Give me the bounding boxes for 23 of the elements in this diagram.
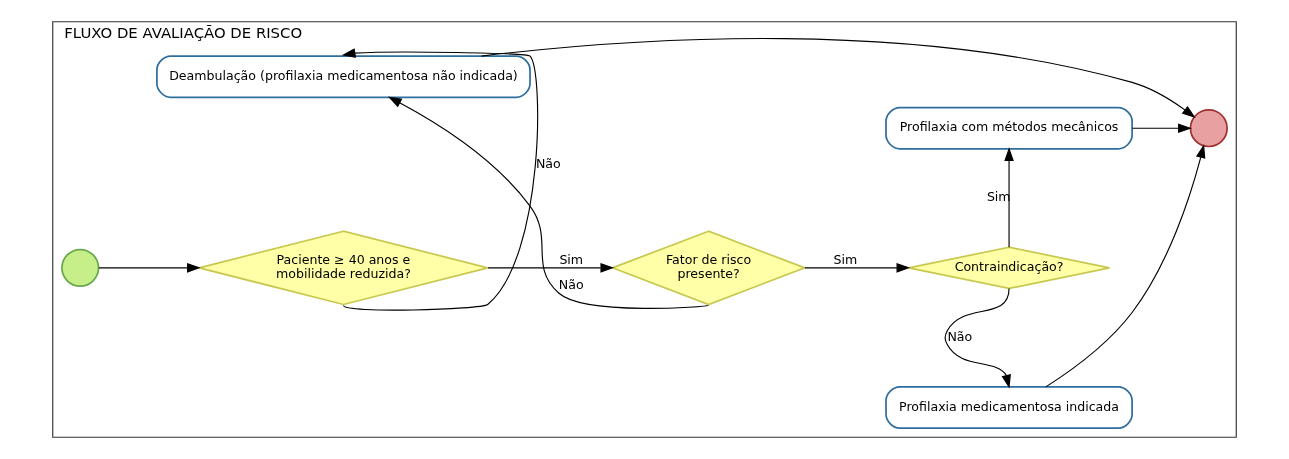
arrow	[944, 287, 1011, 389]
edge-label: Não	[947, 328, 973, 344]
edge-label: Sim	[559, 252, 584, 268]
node-box: Profilaxia medicamentosa indicada	[885, 386, 1133, 429]
arrow	[804, 263, 911, 273]
edge-label: Não	[558, 277, 584, 293]
node-circle	[61, 248, 100, 288]
node-diamond: Contraindicação?	[907, 246, 1111, 290]
arrow	[487, 263, 615, 273]
arrow	[98, 263, 201, 273]
arrow	[1045, 144, 1206, 388]
arrow	[480, 38, 1196, 118]
node-circle	[1189, 109, 1228, 148]
edge-label: Sim	[833, 252, 858, 268]
edge-label: Não	[535, 156, 561, 172]
node-diamond: Paciente ≥ 40 anos e mobilidade reduzida?	[198, 230, 489, 306]
arrow	[1131, 123, 1192, 133]
arrow	[387, 96, 710, 309]
arrow	[341, 48, 539, 311]
node-box: Deambulação (profilaxia medicamentosa não indicada)	[156, 55, 531, 99]
node-diamond: Fator de risco presente?	[610, 230, 808, 306]
arrow	[1004, 147, 1014, 248]
node-box: Profilaxia com métodos mecânicos	[885, 106, 1133, 150]
